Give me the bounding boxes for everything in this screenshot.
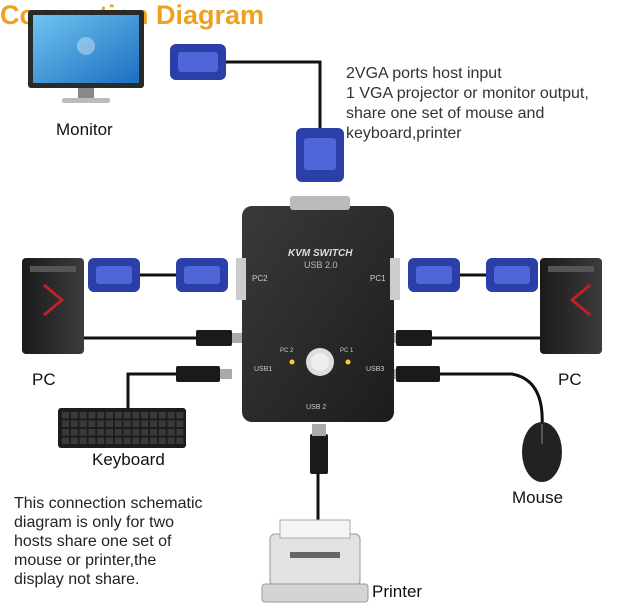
note-line: This connection schematic: [14, 495, 203, 512]
vga-connector-monitor: [170, 44, 344, 182]
keyboard-key: [132, 429, 140, 436]
pc-tower-right-icon: [540, 258, 602, 354]
keyboard-key: [88, 420, 96, 427]
keyboard-key: [97, 429, 105, 436]
note-line: display not share.: [14, 571, 140, 588]
keyboard-key: [176, 437, 184, 444]
keyboard-key: [132, 437, 140, 444]
keyboard-key: [167, 437, 175, 444]
keyboard-key: [97, 420, 105, 427]
keyboard-key: [150, 437, 157, 444]
keyboard-key: [106, 412, 113, 419]
note-line: mouse or printer,the: [14, 552, 157, 569]
pc-left-label: PC: [32, 370, 56, 389]
usb3-label: USB3: [366, 366, 385, 373]
keyboard-key: [141, 429, 149, 436]
mouse-label: Mouse: [512, 488, 564, 507]
keyboard-key: [176, 429, 184, 436]
monitor-icon: [28, 10, 144, 103]
keyboard-key: [70, 437, 78, 444]
printer-label: Printer: [372, 582, 423, 601]
keyboard-key: [62, 412, 69, 419]
keyboard-key: [70, 429, 78, 436]
description-line: 2VGA ports host input: [346, 65, 502, 82]
keyboard-key: [114, 420, 122, 427]
device-name-line2: USB 2.0: [304, 260, 338, 270]
monitor-label: Monitor: [56, 120, 113, 139]
keyboard-key: [62, 437, 69, 444]
mouse-icon: [522, 422, 562, 482]
usb1-label: USB1: [254, 366, 273, 373]
keyboard-key: [70, 412, 78, 419]
device-name-line1: KVM SWITCH: [288, 248, 353, 259]
keyboard-key: [176, 412, 184, 419]
note-line: hosts share one set of: [14, 533, 172, 550]
keyboard-key: [70, 420, 78, 427]
keyboard-key: [114, 412, 122, 419]
description-line: keyboard,printer: [346, 125, 462, 142]
keyboard-key: [88, 429, 96, 436]
keyboard-key: [150, 429, 157, 436]
keyboard-key: [62, 420, 69, 427]
keyboard-key: [123, 429, 131, 436]
keyboard-key: [106, 437, 113, 444]
keyboard-key: [123, 412, 131, 419]
pc-right-label: PC: [558, 370, 582, 389]
keyboard-key: [150, 412, 157, 419]
cables: [84, 60, 546, 520]
keyboard-key: [158, 437, 166, 444]
keyboard-key: [62, 429, 69, 436]
keyboard-key: [88, 412, 96, 419]
keyboard-key: [79, 429, 87, 436]
keyboard-key: [167, 412, 175, 419]
usb-plugs: [176, 330, 440, 474]
keyboard-key: [79, 412, 87, 419]
keyboard-key: [106, 420, 113, 427]
keyboard-key: [141, 437, 149, 444]
keyboard-key: [167, 429, 175, 436]
led-pc1-label: PC 1: [340, 348, 354, 354]
keyboard-key: [132, 412, 140, 419]
keyboard-icon: [58, 408, 186, 448]
port-pc1-label: PC1: [370, 274, 386, 283]
keyboard-key: [88, 437, 96, 444]
keyboard-key: [106, 429, 113, 436]
keyboard-key: [97, 412, 105, 419]
pc-tower-left-icon: [22, 258, 84, 354]
keyboard-key: [158, 420, 166, 427]
keyboard-key: [97, 437, 105, 444]
keyboard-key: [150, 420, 157, 427]
vga-connectors-right: [408, 258, 538, 292]
note-line: diagram is only for two: [14, 514, 175, 531]
description-line: share one set of mouse and: [346, 105, 545, 122]
keyboard-key: [79, 420, 87, 427]
keyboard-key: [79, 437, 87, 444]
keyboard-key: [132, 420, 140, 427]
description-line: 1 VGA projector or monitor output,: [346, 85, 589, 102]
keyboard-key: [141, 412, 149, 419]
keyboard-key: [114, 429, 122, 436]
led-pc2-label: PC 2: [280, 348, 294, 354]
port-pc2-label: PC2: [252, 274, 268, 283]
vga-connectors-left: [88, 258, 228, 292]
keyboard-key: [123, 420, 131, 427]
keyboard-key: [141, 420, 149, 427]
kvm-switch-device: [236, 196, 400, 422]
printer-icon: [261, 519, 369, 603]
keyboard-key: [114, 437, 122, 444]
keyboard-label: Keyboard: [92, 450, 165, 469]
keyboard-key: [167, 420, 175, 427]
keyboard-key: [158, 429, 166, 436]
usb2-label: USB 2: [306, 404, 327, 411]
keyboard-key: [123, 437, 131, 444]
keyboard-key: [176, 420, 184, 427]
keyboard-key: [158, 412, 166, 419]
